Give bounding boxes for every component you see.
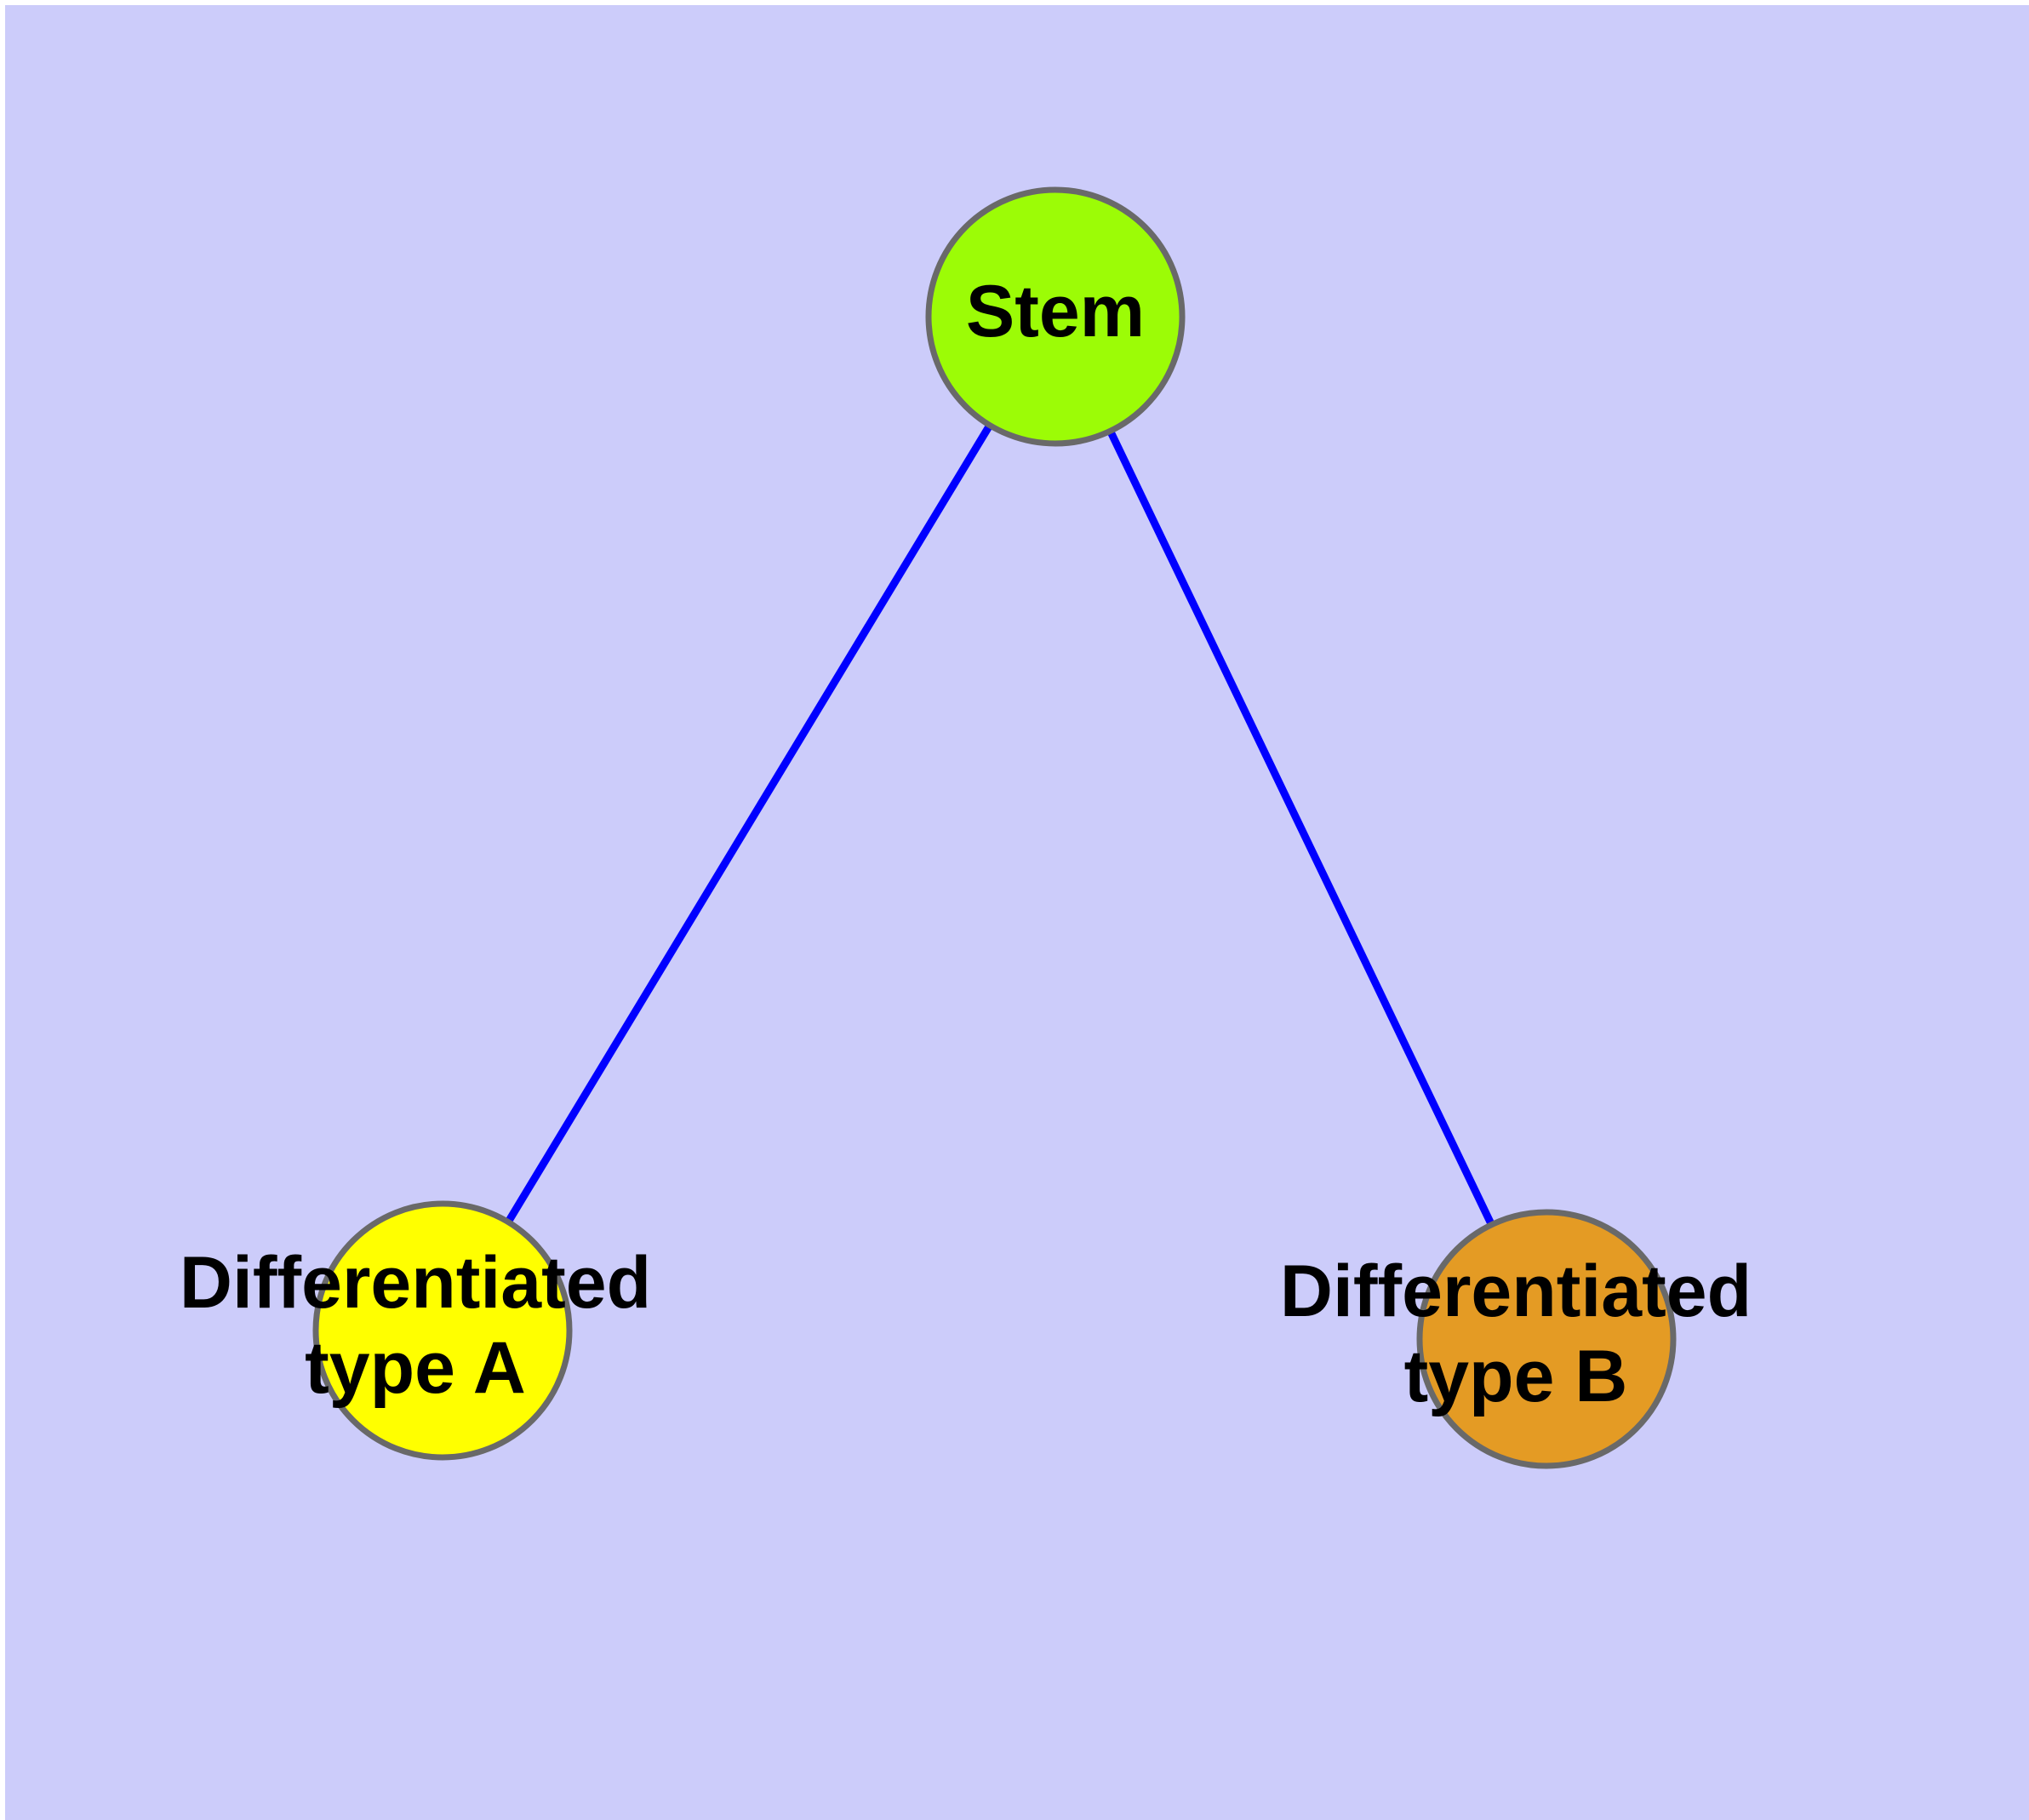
graph-node-diff_a[interactable] <box>312 1200 573 1461</box>
graph-node-diff_b[interactable] <box>1416 1209 1677 1469</box>
label-line: Differentiated <box>180 1242 651 1324</box>
edge-layer <box>503 420 1497 1230</box>
node-layer <box>312 186 1677 1469</box>
graph-edge-stem-diff_b <box>1105 426 1497 1230</box>
graph-edge-stem-diff_a <box>503 420 995 1228</box>
graph-node-stem[interactable] <box>925 186 1186 447</box>
label-line: type B <box>1404 1336 1628 1417</box>
label-line: Stem <box>966 271 1145 352</box>
graph-node-label-stem: Stem <box>966 271 1145 352</box>
label-line: type A <box>305 1327 526 1409</box>
label-line: Differentiated <box>1280 1251 1752 1332</box>
